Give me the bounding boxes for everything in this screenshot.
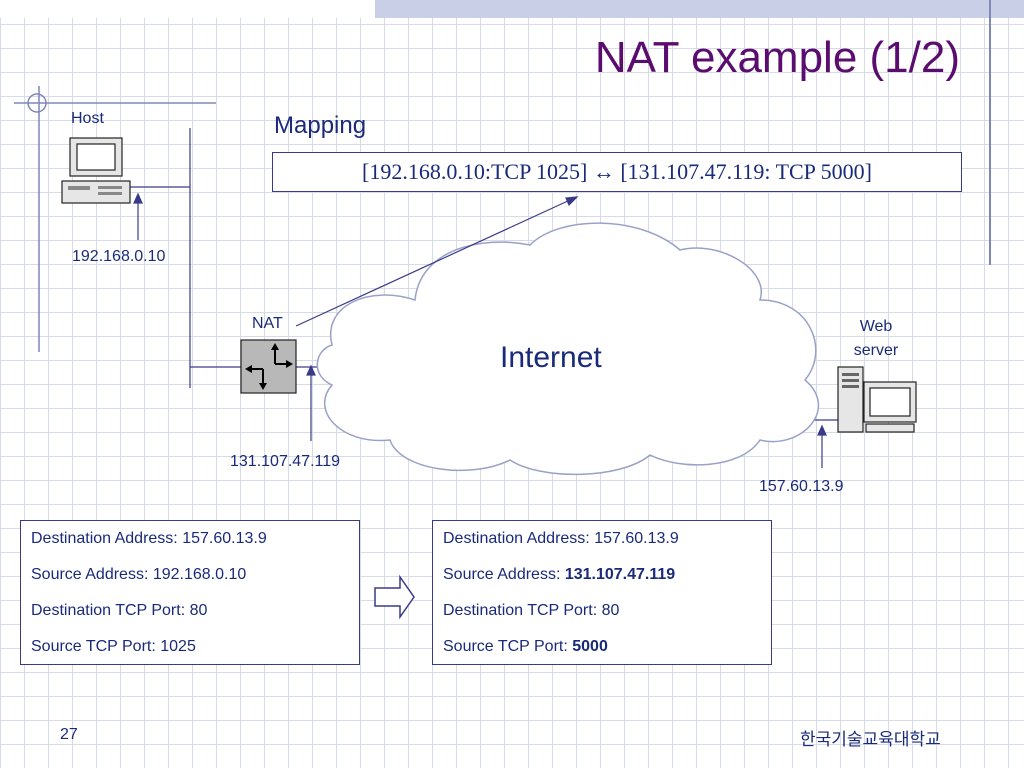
packet-before-row: Source TCP Port: 1025 [31, 638, 196, 655]
mapping-entry-box: [192.168.0.10:TCP 1025] ↔ [131.107.47.11… [272, 152, 962, 192]
mapping-heading: Mapping [274, 112, 367, 139]
footer-institution: 한국기술교육대학교 [800, 730, 941, 750]
packet-before-row: Source Address: 192.168.0.10 [31, 566, 247, 583]
transform-arrow [374, 574, 415, 620]
packet-after-row: Source TCP Port: 5000 [443, 638, 608, 655]
host-label: Host [71, 110, 104, 127]
web-server-label-line2: server [853, 342, 899, 359]
packet-after-row: Source Address: 131.107.47.119 [443, 566, 676, 583]
packet-after-row: Destination Address: 157.60.13.9 [443, 530, 679, 547]
host-ip-label: 192.168.0.10 [72, 248, 166, 265]
nat-ip-label: 131.107.47.119 [230, 453, 341, 470]
web-server-label: Web server [836, 315, 916, 363]
nat-label: NAT [252, 315, 283, 332]
packet-before-row: Destination Address: 157.60.13.9 [31, 530, 267, 547]
host-computer-icon [61, 137, 131, 204]
web-server-icon [837, 366, 917, 433]
header-band [375, 0, 1024, 18]
nat-router-icon [240, 339, 297, 394]
packet-before-row: Destination TCP Port: 80 [31, 602, 208, 619]
web-server-ip-label: 157.60.13.9 [759, 478, 844, 495]
packet-before-table: Destination Address: 157.60.13.9 Source … [20, 520, 360, 665]
pointer-arrows [133, 192, 827, 468]
internet-label: Internet [500, 341, 602, 374]
packet-after-table: Destination Address: 157.60.13.9 Source … [432, 520, 772, 665]
packet-after-row: Destination TCP Port: 80 [443, 602, 620, 619]
header-band-accent [0, 0, 375, 18]
left-rule-circle [27, 93, 47, 113]
mapping-entry: [192.168.0.10:TCP 1025] ↔ [131.107.47.11… [362, 159, 872, 184]
internet-cloud [316, 222, 820, 476]
page-number: 27 [60, 726, 78, 743]
slide-title: NAT example (1/2) [594, 33, 960, 82]
web-server-label-line1: Web [859, 318, 893, 335]
